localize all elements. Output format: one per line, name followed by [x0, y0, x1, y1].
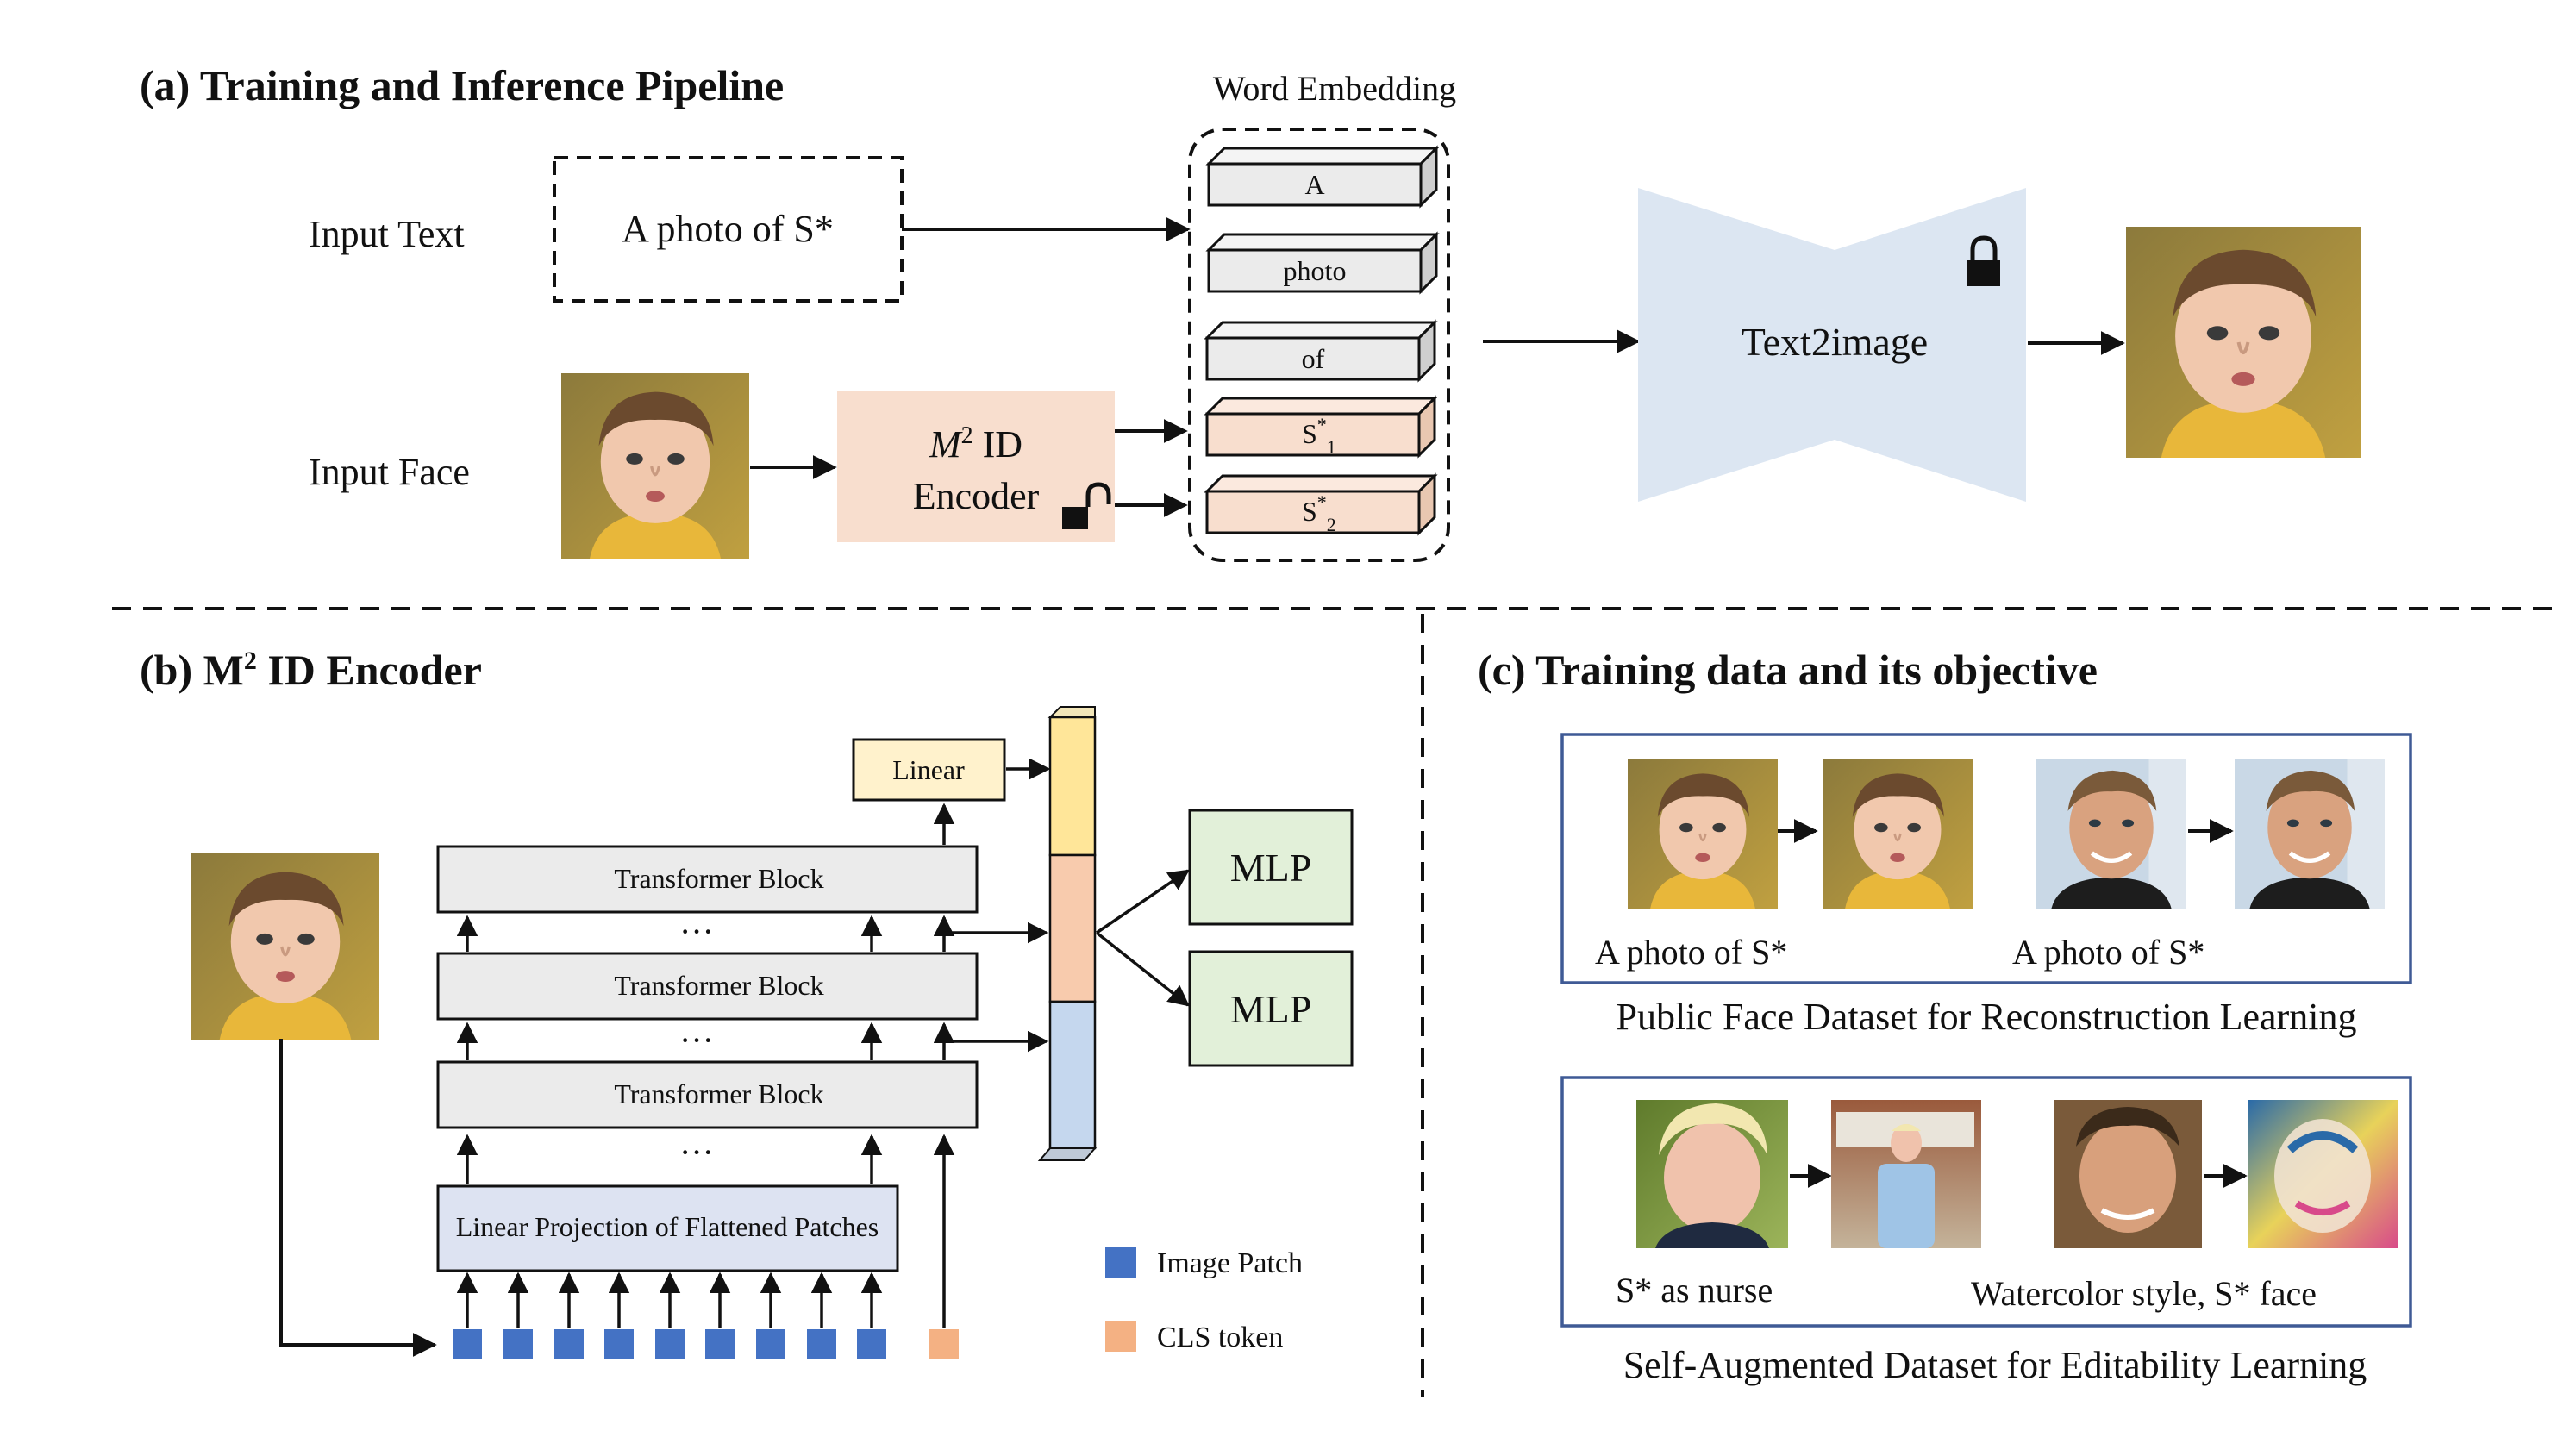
reconstruction-dataset-label: Public Face Dataset for Reconstruction L…: [1617, 996, 2357, 1038]
output-face-image: [2126, 227, 2361, 458]
svg-text:of: of: [1302, 343, 1325, 374]
token-photo: photo: [1205, 231, 1440, 295]
bar-to-mlp2-arrow: [1095, 931, 1190, 1007]
image-patch: [857, 1329, 886, 1359]
ellipsis-1: ···: [679, 1133, 714, 1172]
ellipsis-3: ···: [679, 912, 714, 951]
input-text-value: A photo of S*: [622, 208, 834, 250]
token-of: of: [1204, 319, 1438, 383]
patch-arrows: [456, 1134, 955, 1328]
lock-open-icon: [1062, 482, 1111, 529]
linear-projection-label: Linear Projection of Flattened Patches: [456, 1211, 879, 1242]
editability-data-box: [1560, 1076, 2412, 1328]
input-text-label: Input Text: [309, 213, 465, 255]
svg-text:A: A: [1304, 169, 1324, 200]
svg-text:Transformer Block: Transformer Block: [614, 863, 823, 894]
image-patch: [503, 1329, 533, 1359]
linear-layer-block: [852, 738, 1006, 802]
recon-output-face-2: [2235, 759, 2385, 909]
transformer-block-3: [436, 845, 979, 914]
image-patch: [807, 1329, 836, 1359]
ellipsis-2: ···: [679, 1021, 714, 1059]
recon-caption-1: A photo of S*: [1595, 933, 1787, 972]
concatenated-feature-bar: [1037, 706, 1098, 1161]
generator-label: Text2image: [1742, 320, 1928, 364]
edit-caption-2: Watercolor style, S* face: [1971, 1274, 2317, 1313]
mlp-1: [1188, 809, 1354, 926]
svg-text:Transformer Block: Transformer Block: [614, 1078, 823, 1109]
edit-output-watercolor: [2248, 1100, 2398, 1248]
word-embedding-group: [1188, 128, 1450, 562]
word-embedding-label: Word Embedding: [1213, 69, 1456, 108]
image-patches: [453, 1329, 886, 1359]
linear-projection-block: [436, 1184, 899, 1272]
cls-token: [929, 1329, 959, 1359]
legend-image-patch-label: Image Patch: [1157, 1247, 1303, 1279]
input-face-label: Input Face: [309, 451, 470, 493]
lock-closed-icon: [1967, 235, 2000, 286]
transformer-block-2: [436, 952, 979, 1021]
image-patch: [604, 1329, 634, 1359]
token-s-star-1: S*1: [1204, 395, 1438, 459]
block2-to-block3-arrows: [456, 915, 955, 952]
image-patch: [705, 1329, 735, 1359]
recon-caption-2: A photo of S*: [2012, 933, 2204, 972]
editability-dataset-label: Self-Augmented Dataset for Editability L…: [1623, 1344, 2367, 1386]
mlp-2: [1188, 950, 1354, 1067]
bar-to-mlp1-arrow: [1096, 869, 1191, 934]
svg-text:Transformer Block: Transformer Block: [614, 970, 823, 1001]
input-text-box: [553, 156, 904, 303]
token-a: A: [1205, 145, 1440, 209]
reconstruction-data-box: [1560, 733, 2412, 984]
legend-cls-token-label: CLS token: [1157, 1322, 1283, 1353]
transformer-block-1: [436, 1060, 979, 1129]
svg-text:Linear: Linear: [892, 754, 965, 785]
svg-text:S*2: S*2: [1302, 491, 1336, 535]
recon-input-face: [1626, 757, 1779, 910]
panel-b-title: (b) M2 ID Encoder: [140, 646, 482, 694]
face-to-patches-arrow: [279, 1039, 437, 1357]
edit-caption-1: S* as nurse: [1616, 1271, 1773, 1309]
edit-input-face-1: [1636, 1100, 1788, 1248]
edit-input-face-2: [2054, 1100, 2202, 1248]
token-s-star-2: S*2: [1204, 472, 1438, 536]
image-patch: [453, 1329, 482, 1359]
image-patch: [756, 1329, 785, 1359]
encoder-title: M2 ID: [929, 422, 1022, 466]
legend-cls-token-swatch: [1105, 1321, 1136, 1352]
text2image-generator: [1638, 188, 2026, 502]
encoder-input-face-image: [190, 852, 381, 1041]
legend-image-patch-swatch: [1105, 1247, 1136, 1278]
panel-c-title: (c) Training data and its objective: [1478, 646, 2098, 694]
svg-text:S*1: S*1: [1302, 414, 1336, 458]
recon-output-face: [1821, 757, 1974, 910]
image-patch: [655, 1329, 685, 1359]
recon-input-face-2: [2036, 759, 2186, 909]
svg-text:MLP: MLP: [1230, 987, 1312, 1031]
svg-text:photo: photo: [1284, 255, 1347, 286]
edit-output-nurse: [1831, 1100, 1981, 1248]
svg-text:MLP: MLP: [1230, 846, 1312, 890]
image-patch: [554, 1329, 584, 1359]
encoder-subtitle: Encoder: [913, 475, 1040, 517]
projection-to-block1-arrows: [456, 1134, 883, 1184]
panel-a-title: (a) Training and Inference Pipeline: [140, 61, 784, 109]
input-face-image: [560, 372, 751, 561]
